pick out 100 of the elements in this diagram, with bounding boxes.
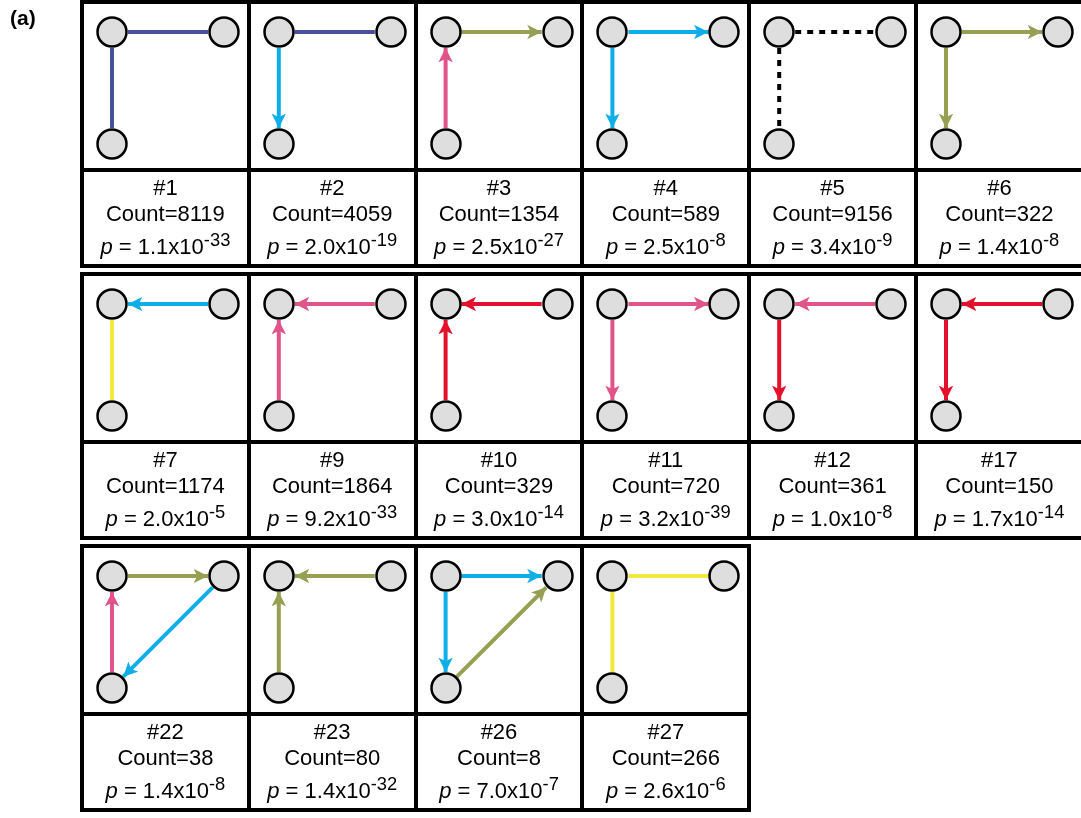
p-value-text: p = 2.6x10$^{-6}$ xyxy=(605,772,726,805)
p-value-text: p = 1.4x10$^{-32}$ xyxy=(267,772,398,805)
network-node-circle xyxy=(541,288,574,320)
p-value-text: p = 2.5x10$^{-27}$ xyxy=(434,228,564,261)
connector-line xyxy=(628,574,709,578)
count-text: Count=589 xyxy=(611,201,720,228)
network-node-circle xyxy=(930,400,962,432)
arrow xyxy=(438,320,453,400)
network-node-circle xyxy=(596,672,629,704)
network-node-circle xyxy=(374,560,407,592)
count-text: Count=80 xyxy=(284,745,381,772)
connector-line xyxy=(777,48,782,128)
arrow xyxy=(605,320,620,400)
p-value-text: p = 3.0x10$^{-14}$ xyxy=(434,500,564,533)
network-node-circle xyxy=(875,288,908,320)
count-text: Count=38 xyxy=(117,745,214,772)
network-node-circle xyxy=(596,16,629,48)
arrow xyxy=(121,585,215,679)
count-text: Count=4059 xyxy=(271,201,393,228)
p-value-text: p = 1.0x10$^{-8}$ xyxy=(772,500,893,533)
p-value-text: p = 2.0x10$^{-5}$ xyxy=(105,500,226,533)
arrow xyxy=(104,592,120,672)
p-value-text: p = 3.4x10$^{-9}$ xyxy=(772,228,893,261)
arrow xyxy=(438,48,453,128)
motif-number: #26 xyxy=(480,719,518,746)
motif-number: #22 xyxy=(147,719,184,746)
network-node-circle xyxy=(208,16,240,48)
arrow xyxy=(128,296,208,312)
connector-line xyxy=(110,48,114,128)
motif-number: #9 xyxy=(319,447,345,474)
count-text: Count=8119 xyxy=(105,201,225,228)
motif-number: #2 xyxy=(319,175,345,202)
arrow xyxy=(294,568,375,584)
network-node-circle xyxy=(763,400,796,432)
motif-number: #1 xyxy=(153,175,178,202)
network-node-circle xyxy=(96,128,128,160)
network-node-circle xyxy=(262,400,295,432)
network-node-circle xyxy=(1042,288,1074,320)
p-value-text: p = 9.2x10$^{-33}$ xyxy=(267,500,398,533)
arrow xyxy=(962,296,1042,312)
network-node-circle xyxy=(429,400,462,432)
connector-line xyxy=(795,30,876,34)
network-node-circle xyxy=(708,560,741,592)
network-node-circle xyxy=(429,672,462,704)
count-text: Count=322 xyxy=(945,201,1054,228)
arrow xyxy=(455,585,548,679)
count-text: Count=1354 xyxy=(438,201,560,228)
network-node-circle xyxy=(596,288,629,320)
arrow xyxy=(271,320,286,400)
arrow xyxy=(461,296,542,312)
count-text: Count=1864 xyxy=(271,473,393,500)
arrow xyxy=(938,320,954,400)
arrow xyxy=(271,592,286,672)
network-node-circle xyxy=(262,128,295,160)
motif-number: #5 xyxy=(820,175,845,202)
network-node-circle xyxy=(262,288,295,320)
motif-number: #3 xyxy=(486,175,512,202)
network-node-circle xyxy=(708,16,741,48)
p-value-text: p = 1.7x10$^{-14}$ xyxy=(934,500,1065,533)
arrow xyxy=(461,24,542,40)
p-value-text: p = 1.4x10$^{-8}$ xyxy=(105,772,226,805)
network-node-circle xyxy=(429,128,462,160)
count-text: Count=329 xyxy=(444,473,554,500)
connector-line xyxy=(128,30,208,34)
p-value-text: p = 2.5x10$^{-8}$ xyxy=(605,228,726,261)
arrow xyxy=(772,320,787,400)
arrow xyxy=(271,48,286,128)
count-text: Count=8 xyxy=(457,745,541,772)
network-node-circle xyxy=(429,16,462,48)
network-node-circle xyxy=(708,288,741,320)
p-value-text: p = 1.1x10$^{-33}$ xyxy=(100,228,231,261)
arrow xyxy=(438,592,453,672)
network-node-circle xyxy=(262,560,295,592)
p-value-text: p = 2.0x10$^{-19}$ xyxy=(267,228,398,261)
network-node-circle xyxy=(596,400,629,432)
network-node-circle xyxy=(930,16,962,48)
arrow xyxy=(128,568,208,584)
count-text: Count=9156 xyxy=(772,201,893,228)
network-node-circle xyxy=(930,288,962,320)
p-value-text: p = 1.4x10$^{-8}$ xyxy=(939,228,1060,261)
count-text: Count=361 xyxy=(778,473,887,500)
network-node-circle xyxy=(96,560,128,592)
connector-line xyxy=(294,30,375,34)
panel-label: (a) xyxy=(10,6,36,30)
network-node-circle xyxy=(208,560,240,592)
count-text: Count=266 xyxy=(611,745,720,772)
count-text: Count=720 xyxy=(611,473,720,500)
count-text: Count=150 xyxy=(945,473,1054,500)
network-node-circle xyxy=(763,128,796,160)
motif-number: #6 xyxy=(987,175,1012,202)
network-node-circle xyxy=(541,16,574,48)
network-node-circle xyxy=(429,560,462,592)
network-node-circle xyxy=(374,288,407,320)
motif-number: #11 xyxy=(648,447,684,474)
motif-number: #27 xyxy=(647,719,685,746)
network-node-circle xyxy=(541,560,574,592)
network-node-circle xyxy=(96,288,128,320)
network-node-circle xyxy=(374,16,407,48)
motif-number: #12 xyxy=(814,447,851,474)
p-value-text: p = 7.0x10$^{-7}$ xyxy=(439,772,559,805)
